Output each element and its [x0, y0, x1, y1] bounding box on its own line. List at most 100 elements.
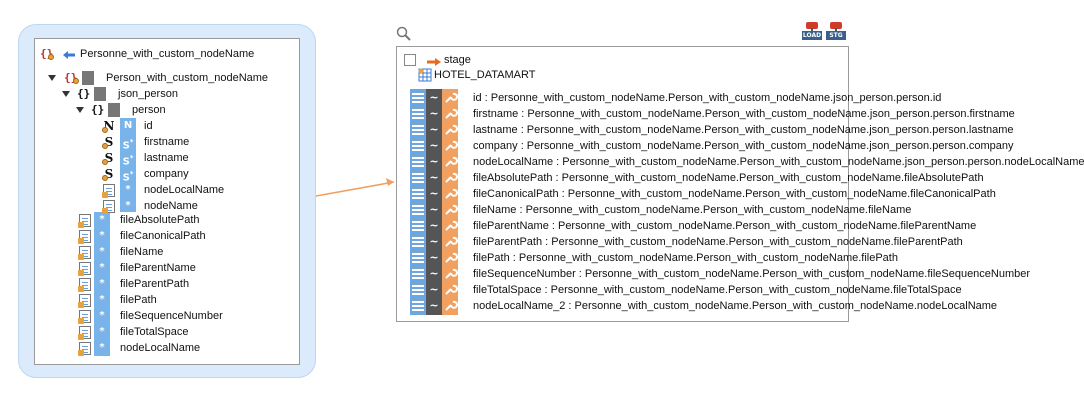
transform-icon[interactable]: ~	[429, 187, 439, 200]
schema-field-row[interactable]: * fileParentPath	[78, 276, 278, 292]
column-icon	[412, 204, 424, 216]
expand-toggle-icon[interactable]	[76, 107, 84, 113]
tree-node-person-with-custom[interactable]: {} Person_with_custom_nodeName	[46, 70, 296, 86]
expand-toggle-icon[interactable]	[48, 75, 56, 81]
field-name: fileTotalSpace	[120, 326, 189, 338]
schema-field-row[interactable]: *fileAbsolutePath	[78, 212, 278, 228]
search-icon[interactable]	[396, 26, 412, 45]
wrench-icon[interactable]	[442, 90, 458, 106]
wrench-icon[interactable]	[442, 298, 458, 314]
type-cell-icon: *	[99, 278, 105, 289]
key-icon	[48, 54, 54, 60]
field-name: fileName	[120, 246, 164, 258]
wrench-icon[interactable]	[442, 282, 458, 298]
transform-icon[interactable]: ~	[429, 123, 439, 136]
arrow-left-icon	[62, 49, 76, 63]
key-icon	[102, 175, 108, 181]
mapping-row[interactable]: company : Personne_with_custom_nodeName.…	[473, 140, 1014, 152]
transform-icon[interactable]: ~	[429, 107, 439, 120]
schema-field-row[interactable]: *fileCanonicalPath	[78, 228, 278, 244]
mapping-row[interactable]: filePath : Personne_with_custom_nodeName…	[473, 252, 898, 264]
schema-field-row[interactable]: *nodeName	[102, 198, 292, 214]
transform-icon[interactable]: ~	[429, 139, 439, 152]
field-name: lastname	[144, 152, 189, 164]
transform-icon[interactable]: ~	[429, 203, 439, 216]
stg-icon	[830, 22, 842, 29]
expand-toggle-icon[interactable]	[62, 91, 70, 97]
column-icon	[412, 284, 424, 296]
mapping-row[interactable]: id : Personne_with_custom_nodeName.Perso…	[473, 92, 942, 104]
stage-panel	[396, 46, 849, 322]
transform-icon[interactable]: ~	[429, 91, 439, 104]
mapping-row[interactable]: fileName : Personne_with_custom_nodeName…	[473, 204, 912, 216]
type-column	[120, 118, 136, 212]
transform-icon[interactable]: ~	[429, 155, 439, 168]
json-object-icon: {}	[77, 87, 91, 100]
load-button[interactable]: LOAD	[802, 22, 822, 40]
wrench-icon[interactable]	[442, 234, 458, 250]
stg-button[interactable]: STG	[826, 22, 846, 40]
wrench-icon[interactable]	[442, 122, 458, 138]
json-object-icon: {}	[91, 103, 105, 116]
schema-field-row[interactable]: *fileParentName	[78, 260, 278, 276]
wrench-icon[interactable]	[442, 218, 458, 234]
wrench-icon[interactable]	[442, 186, 458, 202]
schema-field-row[interactable]: *fileName	[78, 244, 278, 260]
mapping-row[interactable]: fileAbsolutePath : Personne_with_custom_…	[473, 172, 984, 184]
tree-node-label: Person_with_custom_nodeName	[106, 72, 269, 84]
mapping-row[interactable]: nodeLocalName : Personne_with_custom_nod…	[473, 156, 1084, 168]
transform-icon[interactable]: ~	[429, 299, 439, 312]
type-cell-icon: *	[125, 200, 131, 211]
column-mapping-strip	[442, 89, 458, 315]
stage-header[interactable]: stage	[404, 52, 604, 68]
schema-field-row[interactable]: *filePath	[78, 292, 278, 308]
schema-field-row[interactable]: *fileTotalSpace	[78, 324, 278, 340]
schema-root[interactable]: {} Personne_with_custom_nodeName	[40, 46, 300, 62]
type-cell-icon: *	[99, 294, 105, 305]
transform-icon[interactable]: ~	[429, 267, 439, 280]
attribute-icon	[78, 246, 91, 260]
schema-field-row[interactable]: *fileSequenceNumber	[78, 308, 278, 324]
schema-panel	[34, 38, 300, 365]
schema-field-row[interactable]: *nodeLocalName	[102, 182, 292, 198]
checkbox-icon[interactable]	[404, 54, 416, 66]
field-name: fileCanonicalPath	[120, 230, 206, 242]
transform-icon[interactable]: ~	[429, 219, 439, 232]
mapping-row[interactable]: lastname : Personne_with_custom_nodeName…	[473, 124, 1014, 136]
tree-node-person[interactable]: {} person	[74, 102, 214, 118]
mapping-row[interactable]: firstname : Personne_with_custom_nodeNam…	[473, 108, 1015, 120]
tree-node-label: person	[132, 104, 166, 116]
mapping-row[interactable]: fileCanonicalPath : Personne_with_custom…	[473, 188, 996, 200]
column-icon	[412, 92, 424, 104]
transform-icon[interactable]: ~	[429, 171, 439, 184]
wrench-icon[interactable]	[442, 202, 458, 218]
numeric-type-icon: N	[103, 119, 115, 133]
string-type-icon: S	[104, 135, 114, 149]
wrench-icon[interactable]	[442, 250, 458, 266]
wrench-icon[interactable]	[442, 154, 458, 170]
attribute-icon	[78, 214, 91, 228]
wrench-icon[interactable]	[442, 106, 458, 122]
schema-field-row[interactable]: *nodeLocalName	[78, 340, 278, 356]
mapping-row[interactable]: fileSequenceNumber : Personne_with_custo…	[473, 268, 1031, 280]
mapping-row[interactable]: nodeLocalName_2 : Personne_with_custom_n…	[473, 300, 998, 312]
tree-node-json-person[interactable]: {} json_person	[60, 86, 220, 102]
target-table[interactable]: HOTEL_DATAMART	[418, 67, 618, 83]
field-name: fileAbsolutePath	[120, 214, 200, 226]
mapping-row[interactable]: fileTotalSpace : Personne_with_custom_no…	[473, 284, 962, 296]
mapping-row[interactable]: fileParentName : Personne_with_custom_no…	[473, 220, 977, 232]
transform-icon[interactable]: ~	[429, 235, 439, 248]
field-name: fileParentPath	[120, 278, 190, 290]
transform-icon[interactable]: ~	[429, 251, 439, 264]
column-transform-strip	[426, 89, 442, 315]
wrench-icon[interactable]	[442, 170, 458, 186]
transform-icon[interactable]: ~	[429, 283, 439, 296]
mapping-row[interactable]: fileParentPath : Personne_with_custom_no…	[473, 236, 963, 248]
key-icon	[102, 143, 108, 149]
wrench-icon[interactable]	[442, 266, 458, 282]
wrench-icon[interactable]	[442, 138, 458, 154]
